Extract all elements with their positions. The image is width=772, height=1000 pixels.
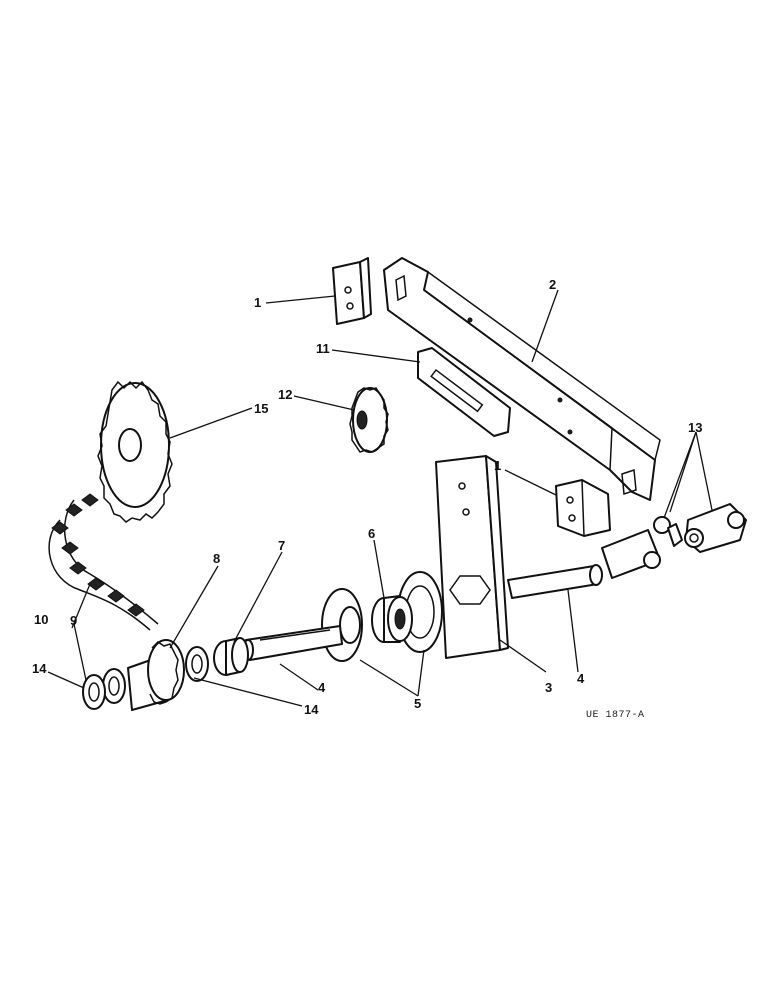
channel-beam-part-2 bbox=[383, 257, 661, 501]
callout-4-shaft: 4 bbox=[318, 680, 326, 695]
roller-chain-part-10 bbox=[48, 493, 159, 631]
callout-4-pin: 4 bbox=[577, 671, 585, 686]
callout-6: 6 bbox=[368, 526, 375, 541]
callout-5: 5 bbox=[414, 696, 421, 711]
leader-lines bbox=[47, 289, 713, 707]
callout-3: 3 bbox=[545, 680, 552, 695]
callout-14-middle: 14 bbox=[304, 702, 319, 717]
callout-8: 8 bbox=[213, 551, 220, 566]
figure-code: UE 1877-A bbox=[586, 710, 645, 721]
callout-14-left: 14 bbox=[32, 661, 47, 676]
washer-part-14-left bbox=[82, 674, 106, 710]
mounting-plate-part-3 bbox=[435, 455, 509, 659]
callout-7: 7 bbox=[278, 538, 285, 553]
long-shaft-part-4 bbox=[242, 625, 343, 661]
slotted-strap-part-11 bbox=[417, 347, 511, 437]
large-sprocket-part-15 bbox=[97, 380, 173, 523]
bearing-insert-part-6 bbox=[371, 595, 413, 643]
washer-part-14-middle bbox=[185, 646, 209, 682]
pin-shaft-part-4 bbox=[507, 564, 603, 599]
washer-part-9 bbox=[102, 668, 126, 704]
callout-2: 2 bbox=[549, 277, 556, 292]
small-sprocket-part-12 bbox=[349, 387, 389, 453]
callout-9: 9 bbox=[70, 613, 77, 628]
callout-labels: 1 2 11 12 15 1 13 6 7 8 10 9 14 4 14 5 3… bbox=[32, 277, 702, 721]
callout-15: 15 bbox=[254, 401, 268, 416]
universal-joint-part-13 bbox=[601, 503, 747, 579]
callout-1-middle: 1 bbox=[494, 458, 501, 473]
bracket-part-1-top bbox=[332, 257, 372, 325]
flange-bearing-part-5 bbox=[321, 571, 443, 662]
callout-13: 13 bbox=[688, 420, 702, 435]
callout-11: 11 bbox=[316, 341, 330, 356]
callout-12: 12 bbox=[278, 387, 292, 402]
bracket-part-1-middle bbox=[555, 479, 611, 537]
collar-part-7 bbox=[213, 637, 249, 676]
callout-10: 10 bbox=[34, 612, 48, 627]
sprocket-hub-part-8 bbox=[127, 639, 185, 711]
callout-1-top: 1 bbox=[254, 295, 261, 310]
